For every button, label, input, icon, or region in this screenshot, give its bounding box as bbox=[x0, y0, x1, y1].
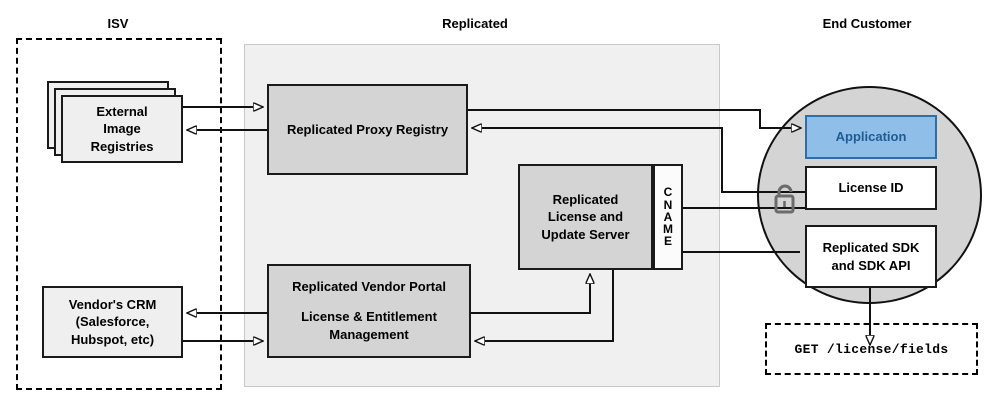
node-replicated-sdk[interactable]: Replicated SDK and SDK API bbox=[805, 225, 937, 288]
node-replicated-license-update-server[interactable]: Replicated License and Update Server bbox=[518, 164, 653, 270]
node-vendors-crm[interactable]: Vendor's CRM (Salesforce, Hubspot, etc) bbox=[42, 286, 183, 358]
cname-letter-2: N bbox=[663, 197, 673, 212]
unlocked-padlock-icon bbox=[770, 182, 800, 216]
vendor-portal-sub-1: License & Entitlement bbox=[301, 309, 437, 325]
external-registries-line-3: Registries bbox=[90, 138, 154, 154]
zone-label-replicated: Replicated bbox=[442, 16, 508, 31]
proxy-registry-label: Replicated Proxy Registry bbox=[286, 121, 449, 137]
vendors-crm-line-3: Hubspot, etc) bbox=[70, 331, 155, 347]
cname-letter-3: A bbox=[663, 209, 673, 224]
external-registries-line-2: Image bbox=[103, 121, 141, 137]
isv-boundary bbox=[16, 38, 222, 390]
vendors-crm-line-2: (Salesforce, bbox=[75, 314, 150, 330]
zone-label-isv: ISV bbox=[107, 16, 129, 31]
node-replicated-proxy-registry[interactable]: Replicated Proxy Registry bbox=[267, 84, 468, 175]
node-application[interactable]: Application bbox=[805, 115, 937, 159]
node-license-id[interactable]: License ID bbox=[805, 166, 937, 210]
node-external-image-registries[interactable]: External Image Registries bbox=[61, 95, 183, 163]
external-registries-line-1: External bbox=[96, 103, 148, 119]
vendor-portal-sub-2: Management bbox=[329, 327, 409, 342]
license-server-line-3: Update Server bbox=[541, 226, 630, 242]
license-id-label: License ID bbox=[838, 180, 904, 196]
node-api-call[interactable]: GET /license/fields bbox=[765, 323, 978, 375]
node-cname[interactable]: C N A M E bbox=[653, 164, 683, 270]
node-replicated-vendor-portal[interactable]: Replicated Vendor Portal License & Entit… bbox=[267, 264, 471, 358]
replicated-sdk-line-1: Replicated SDK bbox=[822, 239, 920, 255]
cname-letter-5: E bbox=[663, 234, 672, 249]
license-server-line-2: License and bbox=[547, 209, 624, 225]
vendor-portal-title: Replicated Vendor Portal bbox=[292, 279, 446, 295]
application-label: Application bbox=[835, 129, 907, 145]
api-call-label: GET /license/fields bbox=[794, 341, 949, 357]
replicated-sdk-line-2: and SDK API bbox=[831, 257, 911, 273]
cname-letter-1: C bbox=[663, 185, 673, 200]
cname-letter-4: M bbox=[663, 222, 673, 237]
zone-label-end-customer: End Customer bbox=[822, 16, 912, 31]
license-server-line-1: Replicated bbox=[552, 191, 619, 207]
vendors-crm-line-1: Vendor's CRM bbox=[68, 296, 157, 312]
